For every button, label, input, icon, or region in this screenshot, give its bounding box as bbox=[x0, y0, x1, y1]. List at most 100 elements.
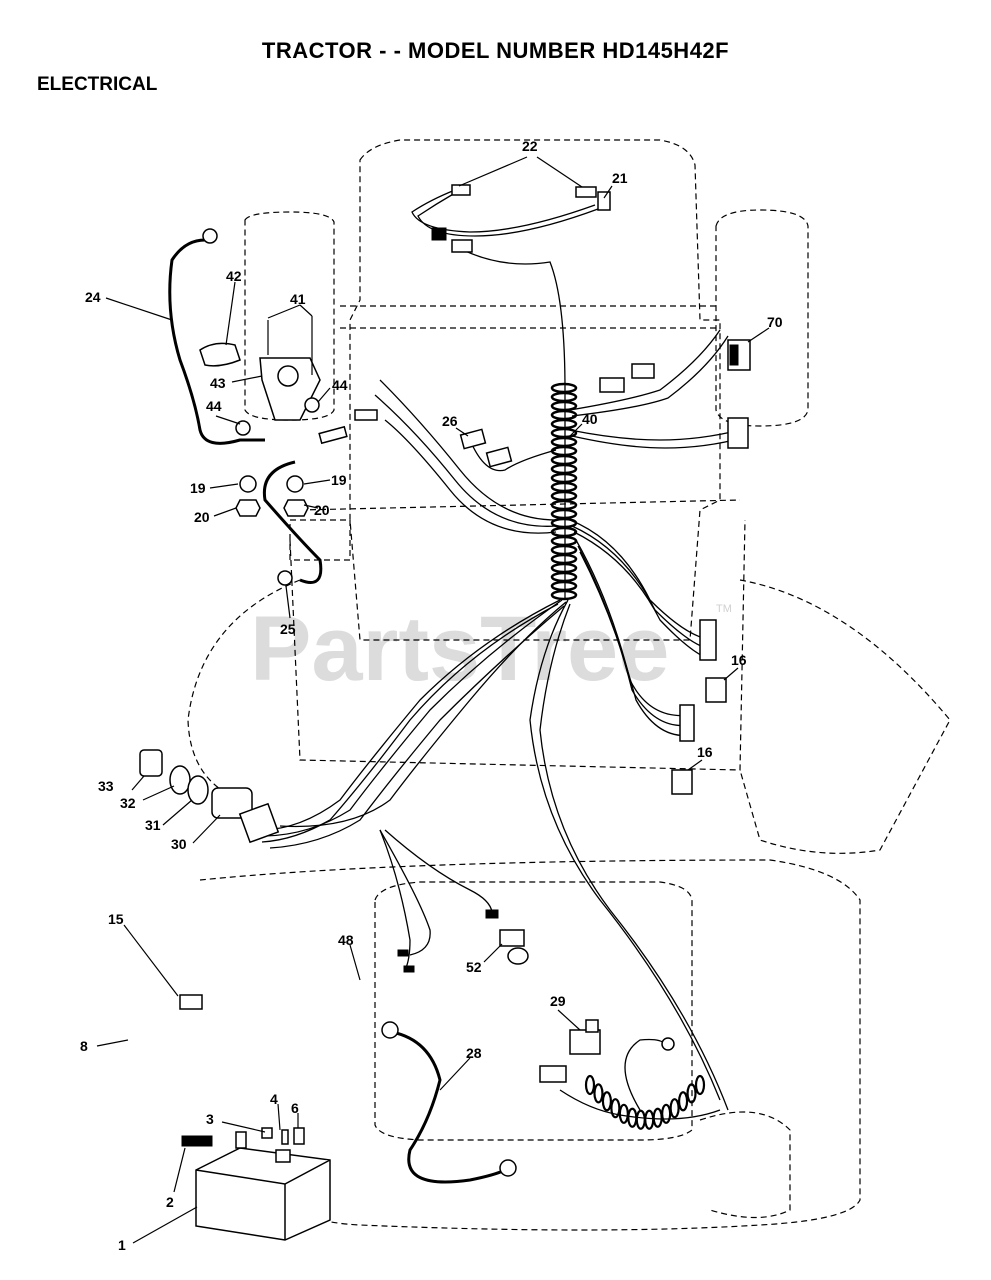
connector-70 bbox=[599, 339, 751, 449]
callout-1: 1 bbox=[118, 1237, 126, 1253]
engine-outline bbox=[289, 519, 351, 561]
rear-wheel-outline bbox=[699, 1111, 791, 1219]
washer-19b bbox=[286, 475, 304, 493]
callout-20-right: 20 bbox=[314, 502, 330, 518]
callout-21: 21 bbox=[612, 170, 628, 186]
callout-44-left: 44 bbox=[206, 398, 222, 414]
callout-48: 48 bbox=[338, 932, 354, 948]
callout-33: 33 bbox=[98, 778, 114, 794]
cable-28 bbox=[391, 1030, 506, 1184]
key-33 bbox=[139, 749, 163, 777]
coil-loop bbox=[601, 1091, 613, 1112]
coil-loop bbox=[618, 1103, 629, 1124]
cable-24 bbox=[168, 238, 265, 445]
coil-loop bbox=[550, 544, 578, 556]
coil-loop bbox=[550, 490, 578, 502]
coil-loop bbox=[550, 499, 578, 511]
callout-43: 43 bbox=[210, 375, 226, 391]
coil-loop bbox=[652, 1107, 663, 1128]
part-4 bbox=[281, 1129, 289, 1145]
callout-8: 8 bbox=[80, 1038, 88, 1054]
switches-16 bbox=[671, 619, 727, 795]
coil-loop bbox=[550, 400, 578, 412]
callout-31: 31 bbox=[145, 817, 161, 833]
coil-loop bbox=[593, 1083, 604, 1104]
cable-25 bbox=[262, 460, 323, 584]
hood-outline bbox=[349, 139, 721, 641]
callout-41: 41 bbox=[290, 291, 306, 307]
coil-loop bbox=[550, 580, 578, 592]
callout-70: 70 bbox=[767, 314, 783, 330]
callout-44-right: 44 bbox=[332, 377, 348, 393]
callout-16-lower: 16 bbox=[697, 744, 713, 760]
leader-lines bbox=[96, 156, 770, 1244]
headlight-socket bbox=[597, 191, 611, 211]
callout-32: 32 bbox=[120, 795, 136, 811]
switch-29 bbox=[569, 1029, 601, 1055]
watermark-trademark: TM bbox=[716, 603, 732, 615]
coil-loop bbox=[644, 1109, 655, 1130]
coil-loop bbox=[550, 382, 578, 394]
coil-loop bbox=[550, 571, 578, 583]
harness-connector bbox=[451, 239, 473, 253]
coil-loop bbox=[550, 472, 578, 484]
seat-switch-group bbox=[539, 1019, 721, 1120]
diagram-title: TRACTOR - - MODEL NUMBER HD145H42F bbox=[261, 38, 730, 63]
coil-loop bbox=[677, 1091, 689, 1112]
front-axle-outline bbox=[340, 305, 716, 329]
coil-loop bbox=[661, 1103, 672, 1124]
callout-28: 28 bbox=[466, 1045, 482, 1061]
battery-group bbox=[181, 1127, 331, 1241]
callout-4: 4 bbox=[270, 1091, 278, 1107]
callout-30: 30 bbox=[171, 836, 187, 852]
coil-loop bbox=[669, 1098, 680, 1119]
front-right-wheel-outline bbox=[715, 209, 809, 427]
callout-52: 52 bbox=[466, 959, 482, 975]
coil-loop bbox=[550, 391, 578, 403]
coil-loop bbox=[550, 535, 578, 547]
callout-numbers: 1 2 3 4 6 8 15 16 16 19 19 20 20 21 22 2… bbox=[80, 138, 783, 1253]
callout-20-left: 20 bbox=[194, 509, 210, 525]
callout-26: 26 bbox=[442, 413, 458, 429]
coil-loop bbox=[694, 1074, 706, 1096]
seat-deck-outline bbox=[199, 859, 861, 1231]
coil-loop bbox=[550, 409, 578, 421]
callout-19-left: 19 bbox=[190, 480, 206, 496]
coil-loop bbox=[550, 436, 578, 448]
coil-loop bbox=[550, 589, 578, 601]
main-harness-coil bbox=[550, 382, 578, 601]
coil-loop bbox=[550, 463, 578, 475]
coil-loop bbox=[584, 1074, 596, 1096]
fender-right-outline bbox=[739, 579, 951, 854]
washer-19a bbox=[239, 475, 257, 493]
tractor-outline bbox=[187, 139, 951, 1231]
washer-44b bbox=[304, 397, 320, 413]
coil-loop bbox=[550, 481, 578, 493]
ignition-assembly bbox=[139, 749, 280, 844]
headlight-bulb-right bbox=[575, 186, 597, 198]
part-3 bbox=[261, 1127, 273, 1139]
seat-switch-coil bbox=[584, 1074, 706, 1130]
callout-2: 2 bbox=[166, 1194, 174, 1210]
headlight-bulb-left bbox=[451, 184, 471, 196]
coil-loop bbox=[686, 1083, 697, 1104]
callout-42: 42 bbox=[226, 268, 242, 284]
connector-26 bbox=[459, 428, 513, 468]
coil-loop bbox=[550, 553, 578, 565]
frame-outline bbox=[289, 499, 746, 771]
cover-42 bbox=[199, 342, 241, 367]
callout-19-right: 19 bbox=[331, 472, 347, 488]
section-heading: ELECTRICAL bbox=[37, 74, 158, 95]
fender-left-outline bbox=[187, 579, 301, 801]
part-6 bbox=[293, 1127, 305, 1145]
callout-16-upper: 16 bbox=[731, 652, 747, 668]
callout-22: 22 bbox=[522, 138, 538, 154]
switch-30 bbox=[211, 787, 253, 819]
harness-plug bbox=[431, 227, 447, 241]
callout-15: 15 bbox=[108, 911, 124, 927]
nut-32 bbox=[169, 765, 191, 795]
bezel-31 bbox=[187, 775, 209, 805]
coil-loop bbox=[550, 508, 578, 520]
headlight-harness bbox=[411, 184, 611, 391]
